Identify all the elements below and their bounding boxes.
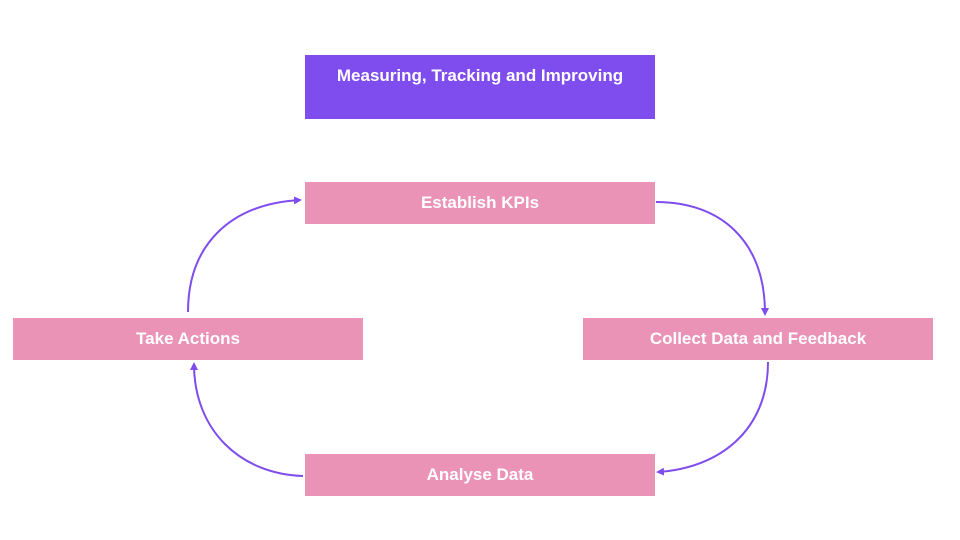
step-take-actions-label: Take Actions [136, 329, 240, 348]
step-establish-kpis: Establish KPIs [305, 182, 655, 224]
step-analyse-data: Analyse Data [305, 454, 655, 496]
step-collect-data: Collect Data and Feedback [583, 318, 933, 360]
step-analyse-data-label: Analyse Data [426, 465, 534, 484]
arrow-collect-to-analyse [656, 361, 769, 476]
diagram-title-text: Measuring, Tracking and Improving [336, 66, 624, 85]
step-collect-data-label: Collect Data and Feedback [649, 329, 867, 348]
arrow-actions-to-establish [187, 196, 302, 313]
step-establish-kpis-label: Establish KPIs [420, 193, 540, 212]
arrow-analyse-to-actions [190, 362, 304, 477]
diagram-title: Measuring, Tracking and Improving [305, 55, 655, 119]
arrow-establish-to-collect [655, 201, 769, 316]
step-take-actions: Take Actions [13, 318, 363, 360]
